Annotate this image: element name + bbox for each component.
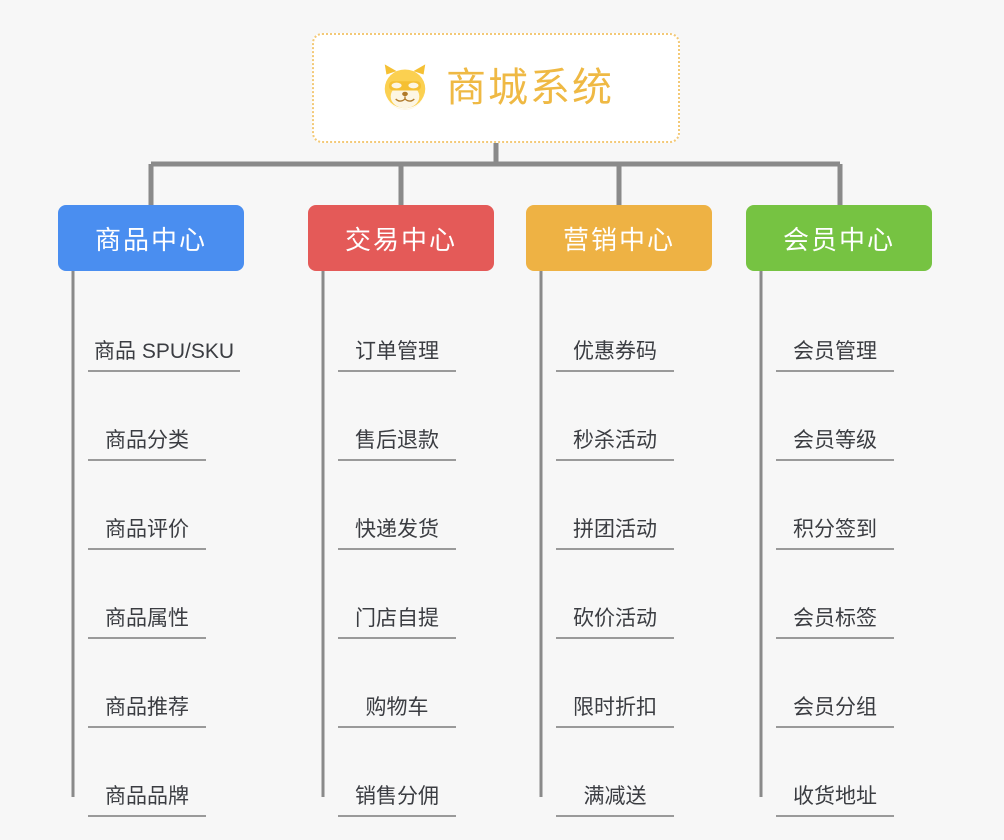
leaf-label: 砍价活动 bbox=[556, 607, 674, 639]
leaf-list-0: 商品 SPU/SKU 商品分类 商品评价 商品属性 商品推荐 商品品牌 bbox=[58, 271, 244, 817]
leaf-list-2: 优惠券码 秒杀活动 拼团活动 砍价活动 限时折扣 满减送 bbox=[526, 271, 712, 817]
branch-column-3: 会员中心 会员管理 会员等级 积分签到 会员标签 会员分组 收货地址 bbox=[746, 205, 932, 817]
leaf-label: 拼团活动 bbox=[556, 518, 674, 550]
root-title: 商城系统 bbox=[446, 66, 614, 110]
leaf-item[interactable]: 售后退款 bbox=[308, 372, 494, 461]
leaf-label: 积分签到 bbox=[776, 518, 894, 550]
leaf-item[interactable]: 销售分佣 bbox=[308, 728, 494, 817]
leaf-label: 优惠券码 bbox=[556, 340, 674, 372]
leaf-label: 商品 SPU/SKU bbox=[88, 340, 241, 372]
leaf-label: 秒杀活动 bbox=[556, 429, 674, 461]
leaf-item[interactable]: 拼团活动 bbox=[526, 461, 712, 550]
leaf-item[interactable]: 积分签到 bbox=[746, 461, 932, 550]
leaf-label: 商品推荐 bbox=[88, 696, 206, 728]
leaf-item[interactable]: 商品分类 bbox=[58, 372, 244, 461]
leaf-label: 限时折扣 bbox=[556, 696, 674, 728]
leaf-item[interactable]: 门店自提 bbox=[308, 550, 494, 639]
branch-header-label: 会员中心 bbox=[782, 224, 895, 255]
leaf-label: 售后退款 bbox=[338, 429, 456, 461]
branch-header-label: 商品中心 bbox=[94, 224, 207, 255]
branch-header-1[interactable]: 交易中心 bbox=[308, 205, 494, 271]
leaf-label: 购物车 bbox=[338, 696, 456, 728]
leaf-item[interactable]: 购物车 bbox=[308, 639, 494, 728]
leaf-label: 会员分组 bbox=[776, 696, 894, 728]
leaf-label: 满减送 bbox=[556, 785, 674, 817]
leaf-item[interactable]: 商品属性 bbox=[58, 550, 244, 639]
branch-header-2[interactable]: 营销中心 bbox=[526, 205, 712, 271]
leaf-item[interactable]: 限时折扣 bbox=[526, 639, 712, 728]
leaf-item[interactable]: 会员管理 bbox=[746, 283, 932, 372]
leaf-label: 销售分佣 bbox=[338, 785, 456, 817]
leaf-item[interactable]: 商品品牌 bbox=[58, 728, 244, 817]
leaf-item[interactable]: 满减送 bbox=[526, 728, 712, 817]
branch-header-label: 营销中心 bbox=[562, 224, 675, 255]
branch-column-1: 交易中心 订单管理 售后退款 快递发货 门店自提 购物车 销售分佣 bbox=[308, 205, 494, 817]
leaf-label: 商品属性 bbox=[88, 607, 206, 639]
leaf-list-1: 订单管理 售后退款 快递发货 门店自提 购物车 销售分佣 bbox=[308, 271, 494, 817]
leaf-label: 会员标签 bbox=[776, 607, 894, 639]
leaf-label: 商品品牌 bbox=[88, 785, 206, 817]
leaf-item[interactable]: 快递发货 bbox=[308, 461, 494, 550]
leaf-item[interactable]: 会员等级 bbox=[746, 372, 932, 461]
leaf-label: 会员等级 bbox=[776, 429, 894, 461]
leaf-list-3: 会员管理 会员等级 积分签到 会员标签 会员分组 收货地址 bbox=[746, 271, 932, 817]
leaf-label: 商品评价 bbox=[88, 518, 206, 550]
branch-column-2: 营销中心 优惠券码 秒杀活动 拼团活动 砍价活动 限时折扣 满减送 bbox=[526, 205, 712, 817]
branch-header-0[interactable]: 商品中心 bbox=[58, 205, 244, 271]
leaf-item[interactable]: 秒杀活动 bbox=[526, 372, 712, 461]
leaf-label: 快递发货 bbox=[338, 518, 456, 550]
root-node[interactable]: 商城系统 bbox=[312, 33, 680, 143]
branch-column-0: 商品中心 商品 SPU/SKU 商品分类 商品评价 商品属性 商品推荐 商品品牌 bbox=[58, 205, 244, 817]
leaf-item[interactable]: 会员标签 bbox=[746, 550, 932, 639]
leaf-label: 订单管理 bbox=[338, 340, 456, 372]
branch-header-label: 交易中心 bbox=[344, 224, 457, 255]
leaf-item[interactable]: 砍价活动 bbox=[526, 550, 712, 639]
leaf-item[interactable]: 优惠券码 bbox=[526, 283, 712, 372]
leaf-label: 收货地址 bbox=[776, 785, 894, 817]
leaf-item[interactable]: 会员分组 bbox=[746, 639, 932, 728]
leaf-item[interactable]: 商品评价 bbox=[58, 461, 244, 550]
branch-header-3[interactable]: 会员中心 bbox=[746, 205, 932, 271]
leaf-label: 会员管理 bbox=[776, 340, 894, 372]
leaf-item[interactable]: 商品推荐 bbox=[58, 639, 244, 728]
shiba-dog-icon bbox=[378, 61, 432, 115]
leaf-label: 门店自提 bbox=[338, 607, 456, 639]
leaf-item[interactable]: 收货地址 bbox=[746, 728, 932, 817]
leaf-item[interactable]: 商品 SPU/SKU bbox=[58, 283, 244, 372]
leaf-label: 商品分类 bbox=[88, 429, 206, 461]
leaf-item[interactable]: 订单管理 bbox=[308, 283, 494, 372]
